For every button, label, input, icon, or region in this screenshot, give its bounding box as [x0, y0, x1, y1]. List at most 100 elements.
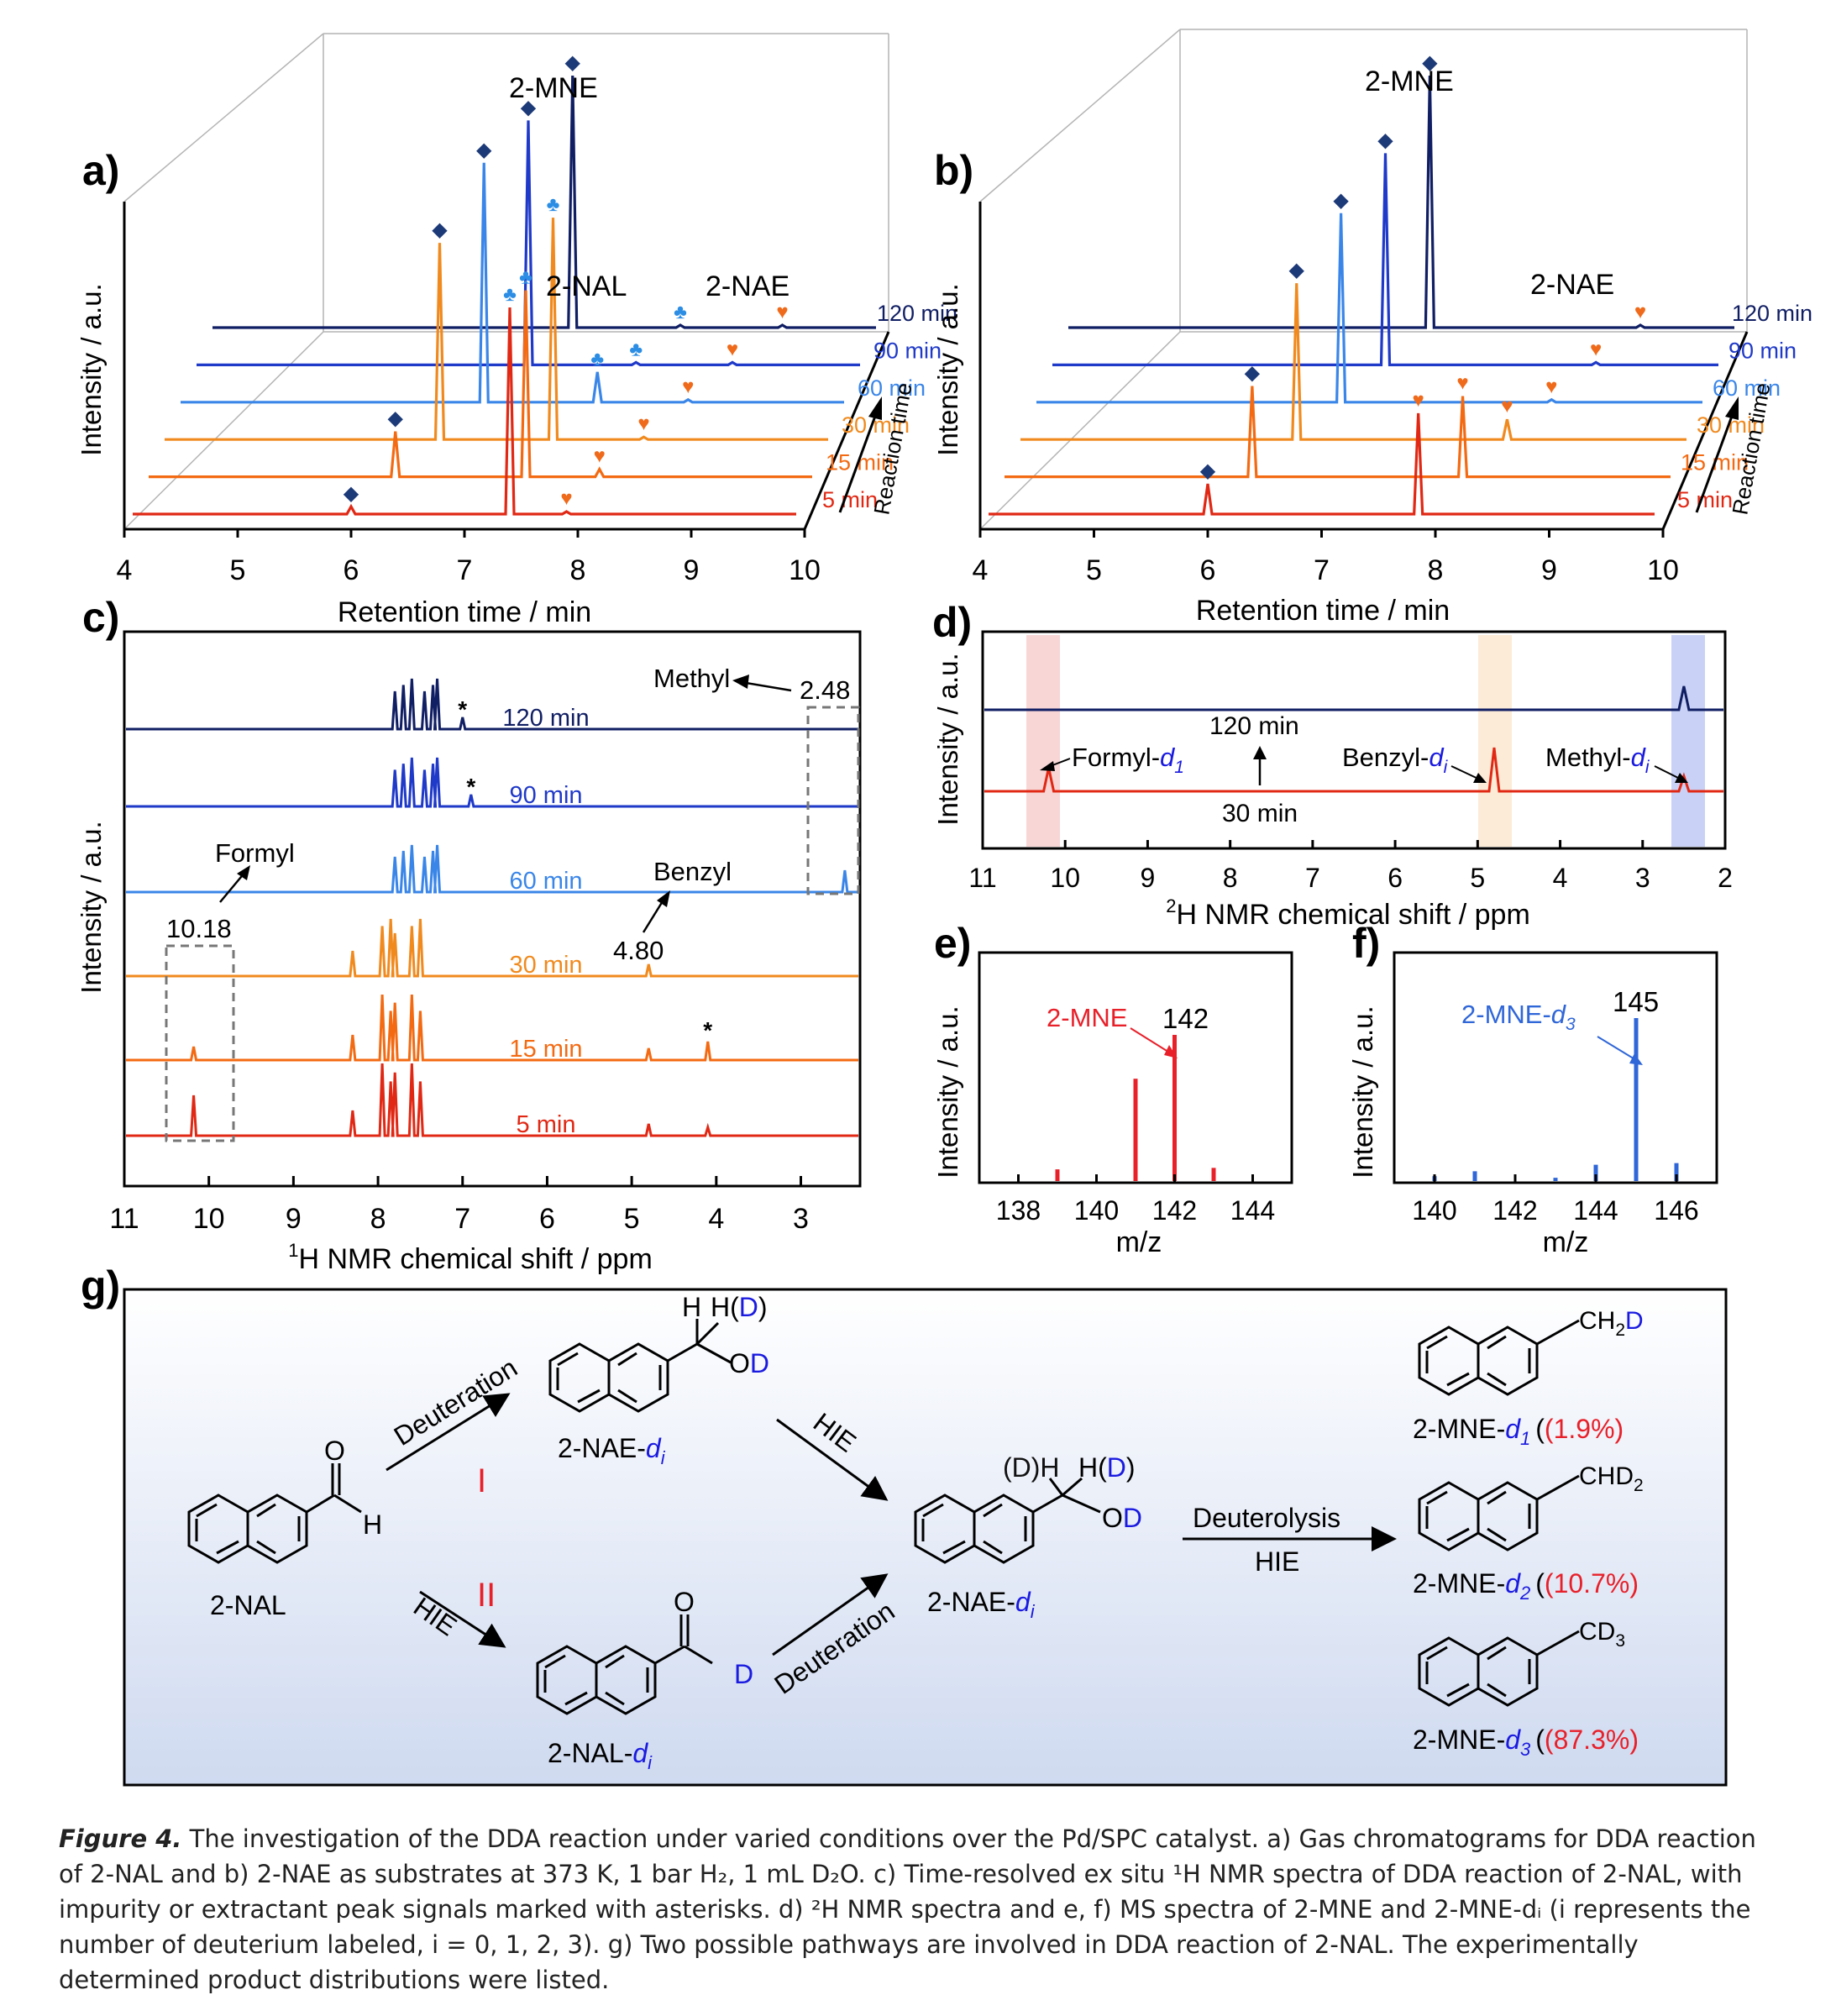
panel-b-label-nae: 2-NAE: [1530, 269, 1614, 301]
panel-b-label-mne: 2-MNE: [1365, 66, 1454, 97]
b-trace-label: 90 min: [1728, 338, 1797, 363]
svg-text:2-MNE-d2((10.7%): 2-MNE-d2((10.7%): [1413, 1568, 1639, 1604]
b-xtick-label: 5: [1086, 554, 1102, 586]
panel-b: ◆♥120 min◆♥90 min◆♥60 min◆♥30 min◆♥15 mi…: [932, 29, 1812, 627]
a-peak-marker: ♥: [594, 445, 606, 468]
d-xtick-label: 5: [1470, 863, 1485, 893]
c-xtick-label: 6: [539, 1203, 555, 1235]
label-deuterolysis: Deuterolysis: [1193, 1503, 1340, 1533]
c-xtick-label: 4: [708, 1203, 724, 1235]
svg-text:CD3: CD3: [1579, 1618, 1625, 1651]
b-xtick-label: 6: [1200, 554, 1216, 586]
panel-d-formyl: Formyl-d1: [1072, 743, 1184, 777]
b-trace: [989, 412, 1655, 516]
panel-d-trace-120: 120 min: [1209, 712, 1299, 740]
a-trace: [181, 162, 844, 404]
c-star: *: [458, 696, 467, 722]
a-xtick-label: 7: [457, 554, 473, 586]
f-bar: [1553, 1178, 1558, 1181]
f-xtick-label: 140: [1412, 1195, 1456, 1226]
panel-d-traces: [984, 685, 1723, 793]
a-peak-marker: ◆: [388, 407, 404, 430]
a-xtick-label: 5: [230, 554, 246, 586]
svg-text:CH2D: CH2D: [1579, 1307, 1644, 1340]
panel-e-ylabel: Intensity / a.u.: [932, 1005, 963, 1178]
d-xtick-label: 9: [1141, 863, 1156, 893]
f-xtick-label: 142: [1492, 1195, 1537, 1226]
mol-2-nal-bottom: O D 2-NAL-di: [536, 1587, 753, 1773]
e-bar: [1133, 1079, 1138, 1181]
panel-d-band-benzyl: [1478, 635, 1512, 847]
e-xtick-label: 142: [1152, 1195, 1197, 1226]
d-trace: [984, 685, 1723, 711]
panel-c-box-formyl: [165, 944, 235, 1142]
e-bar: [1172, 1035, 1177, 1181]
e-xtick-label: 144: [1230, 1195, 1275, 1226]
panel-d-benzyl: Benzyl-di: [1342, 743, 1449, 777]
c-trace-label: 5 min: [517, 1111, 576, 1138]
a-peak-marker: ♥: [776, 301, 788, 323]
b-xtick-label: 10: [1647, 554, 1679, 586]
panel-f-bars: [1432, 1018, 1679, 1181]
c-trace: [126, 994, 858, 1062]
b-peak-marker: ◆: [1422, 51, 1438, 74]
a-trace: [197, 120, 860, 366]
panel-c-benzyl: Benzyl: [653, 857, 732, 886]
panel-d-ylabel: Intensity / a.u.: [932, 653, 963, 825]
f-bar: [1674, 1163, 1679, 1181]
b-trace-label: 60 min: [1713, 375, 1781, 401]
panel-g: g) O H 2-NAL Deuteration I H H(D) OD 2-N…: [81, 1263, 1728, 1787]
panel-a-letter: a): [82, 147, 119, 194]
panel-c-box-methyl: [806, 706, 860, 895]
mol-2-nae-top: H H(D) OD 2-NAE-di: [548, 1292, 769, 1468]
b-peak-marker: ◆: [1200, 459, 1216, 482]
panel-c-formyl-val: 10.18: [166, 914, 232, 943]
b-xtick-label: 4: [973, 554, 989, 586]
d-xtick-label: 11: [968, 863, 996, 893]
panel-d-band-methyl: [1671, 635, 1705, 847]
c-star: *: [466, 774, 475, 800]
figure-canvas: ◆♣♥120 min◆♣♥90 min◆♣♥60 min◆♣♥30 min◆♣♥…: [76, 29, 1812, 1787]
c-trace: [126, 1063, 858, 1137]
d-xtick-label: 4: [1553, 863, 1568, 893]
e-xtick-label: 138: [996, 1195, 1041, 1226]
label-nae-top: 2-NAE-di: [558, 1433, 666, 1468]
a-peak-marker: ♣: [629, 338, 643, 360]
c-trace-label: 30 min: [509, 952, 582, 979]
panel-e-letter: e): [934, 920, 971, 967]
label-hie-3: HIE: [1255, 1546, 1299, 1577]
f-bar: [1593, 1164, 1598, 1181]
c-xtick-label: 3: [793, 1203, 809, 1235]
b-peak-marker: ◆: [1289, 259, 1305, 281]
panel-a-label-nae: 2-NAE: [706, 270, 789, 302]
b-trace: [1020, 283, 1686, 441]
panel-e-bars: [1055, 1035, 1216, 1181]
mol-2-nal: O H 2-NAL: [187, 1436, 382, 1620]
panel-e-label: 2-MNE: [1047, 1003, 1127, 1032]
panel-d-xlabel: 2H NMR chemical shift / ppm: [1166, 895, 1530, 931]
panel-b-depth-label: Reaction time: [1727, 381, 1775, 517]
panel-a-traces: ◆♣♥120 min◆♣♥90 min◆♣♥60 min◆♣♥30 min◆♣♥…: [133, 51, 957, 516]
b-xtick-label: 9: [1541, 554, 1557, 586]
a-peak-marker: ♥: [682, 375, 694, 398]
panel-d-trace-30: 30 min: [1222, 800, 1298, 827]
b-peak-marker: ◆: [1377, 129, 1393, 151]
panel-d-letter: d): [932, 599, 972, 646]
a-trace-label: 60 min: [858, 375, 926, 401]
e-bar: [1211, 1168, 1216, 1181]
panel-c-xlabel: 1H NMR chemical shift / ppm: [288, 1240, 653, 1275]
a-xtick-label: 9: [684, 554, 700, 586]
svg-text:O: O: [674, 1587, 695, 1617]
panel-a-ylabel: Intensity / a.u.: [76, 283, 107, 455]
svg-text:D: D: [734, 1659, 753, 1689]
a-trace: [149, 290, 812, 479]
panel-b-traces: ◆♥120 min◆♥90 min◆♥60 min◆♥30 min◆♥15 mi…: [989, 51, 1812, 516]
